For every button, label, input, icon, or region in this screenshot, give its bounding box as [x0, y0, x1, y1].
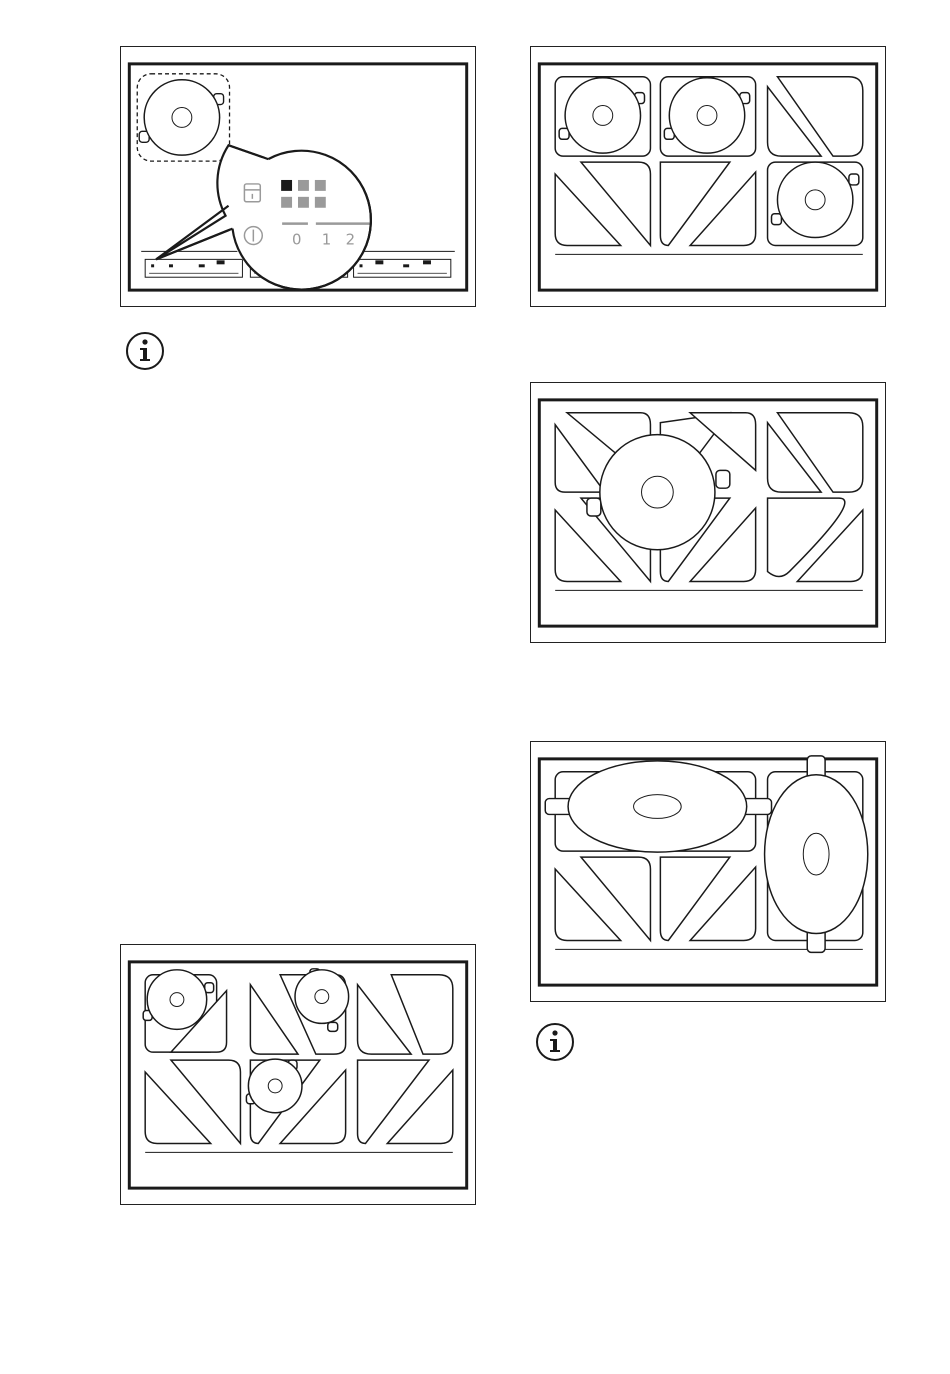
info-icon: [124, 330, 166, 372]
info-icon: [534, 1021, 576, 1063]
control-panel-left: [145, 259, 242, 277]
level-label-1: 1: [322, 230, 331, 248]
control-panel-right: [354, 259, 451, 277]
pot: [587, 435, 730, 550]
figure-oval-pans: [530, 741, 886, 1002]
level-label-2: 2: [346, 230, 355, 248]
figure-large-pot: [530, 382, 886, 643]
figure-three-pots: [530, 46, 886, 307]
level-label-0: 0: [292, 230, 301, 248]
figure-zone-display: 0 1 2: [120, 46, 476, 307]
hob-illustration: 0 1 2: [121, 47, 475, 306]
pot: [139, 80, 223, 155]
figure-small-pots: [120, 944, 476, 1205]
